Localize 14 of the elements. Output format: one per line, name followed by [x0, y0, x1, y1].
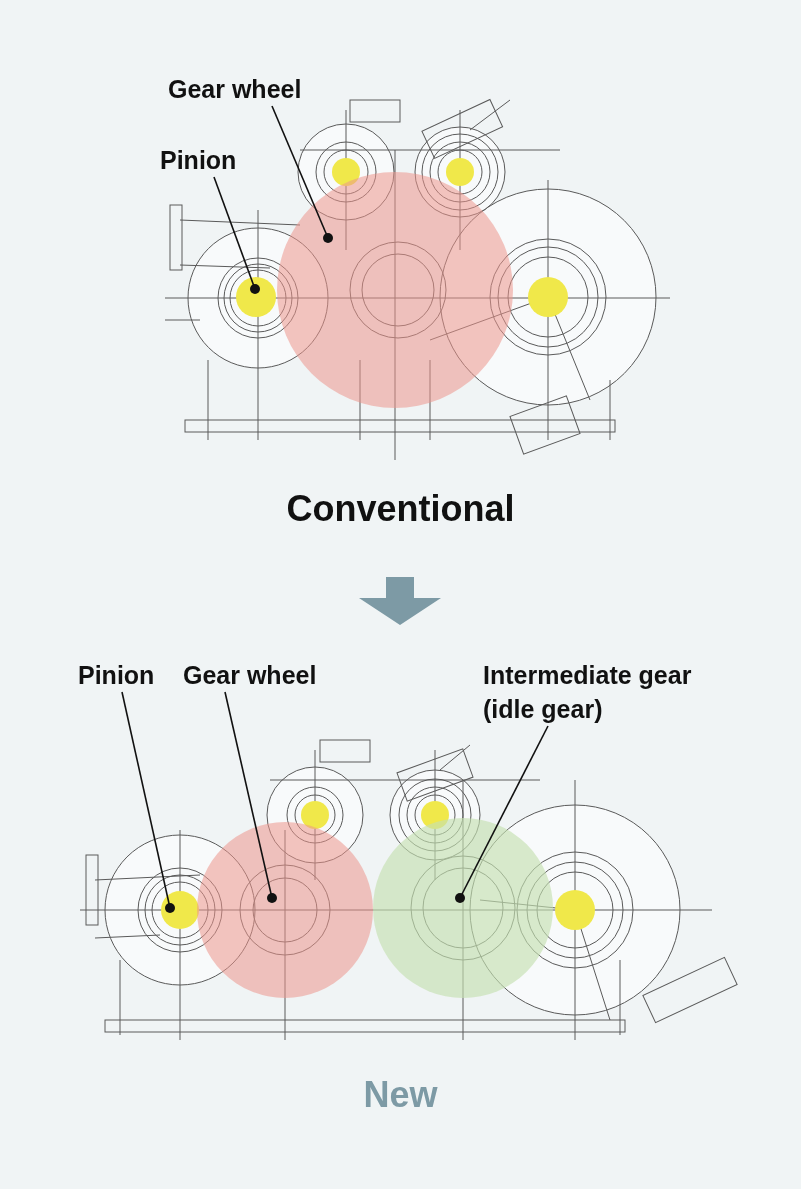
pinion-circle — [236, 277, 276, 317]
panel-heading: New — [362, 1074, 439, 1116]
leader-line — [224, 691, 277, 903]
part-label: Pinion — [160, 145, 237, 176]
leader-line — [213, 176, 260, 294]
part-label: Intermediate gear (idle gear) — [483, 660, 693, 725]
leader-line — [121, 691, 175, 913]
part-label: Gear wheel — [168, 74, 302, 105]
part-label: Gear wheel — [183, 660, 317, 691]
pinion-circle — [161, 891, 199, 929]
leader-line — [455, 725, 549, 903]
part-label: Pinion — [78, 660, 155, 691]
leader-line — [271, 105, 333, 243]
panel-heading: Conventional — [285, 488, 516, 530]
